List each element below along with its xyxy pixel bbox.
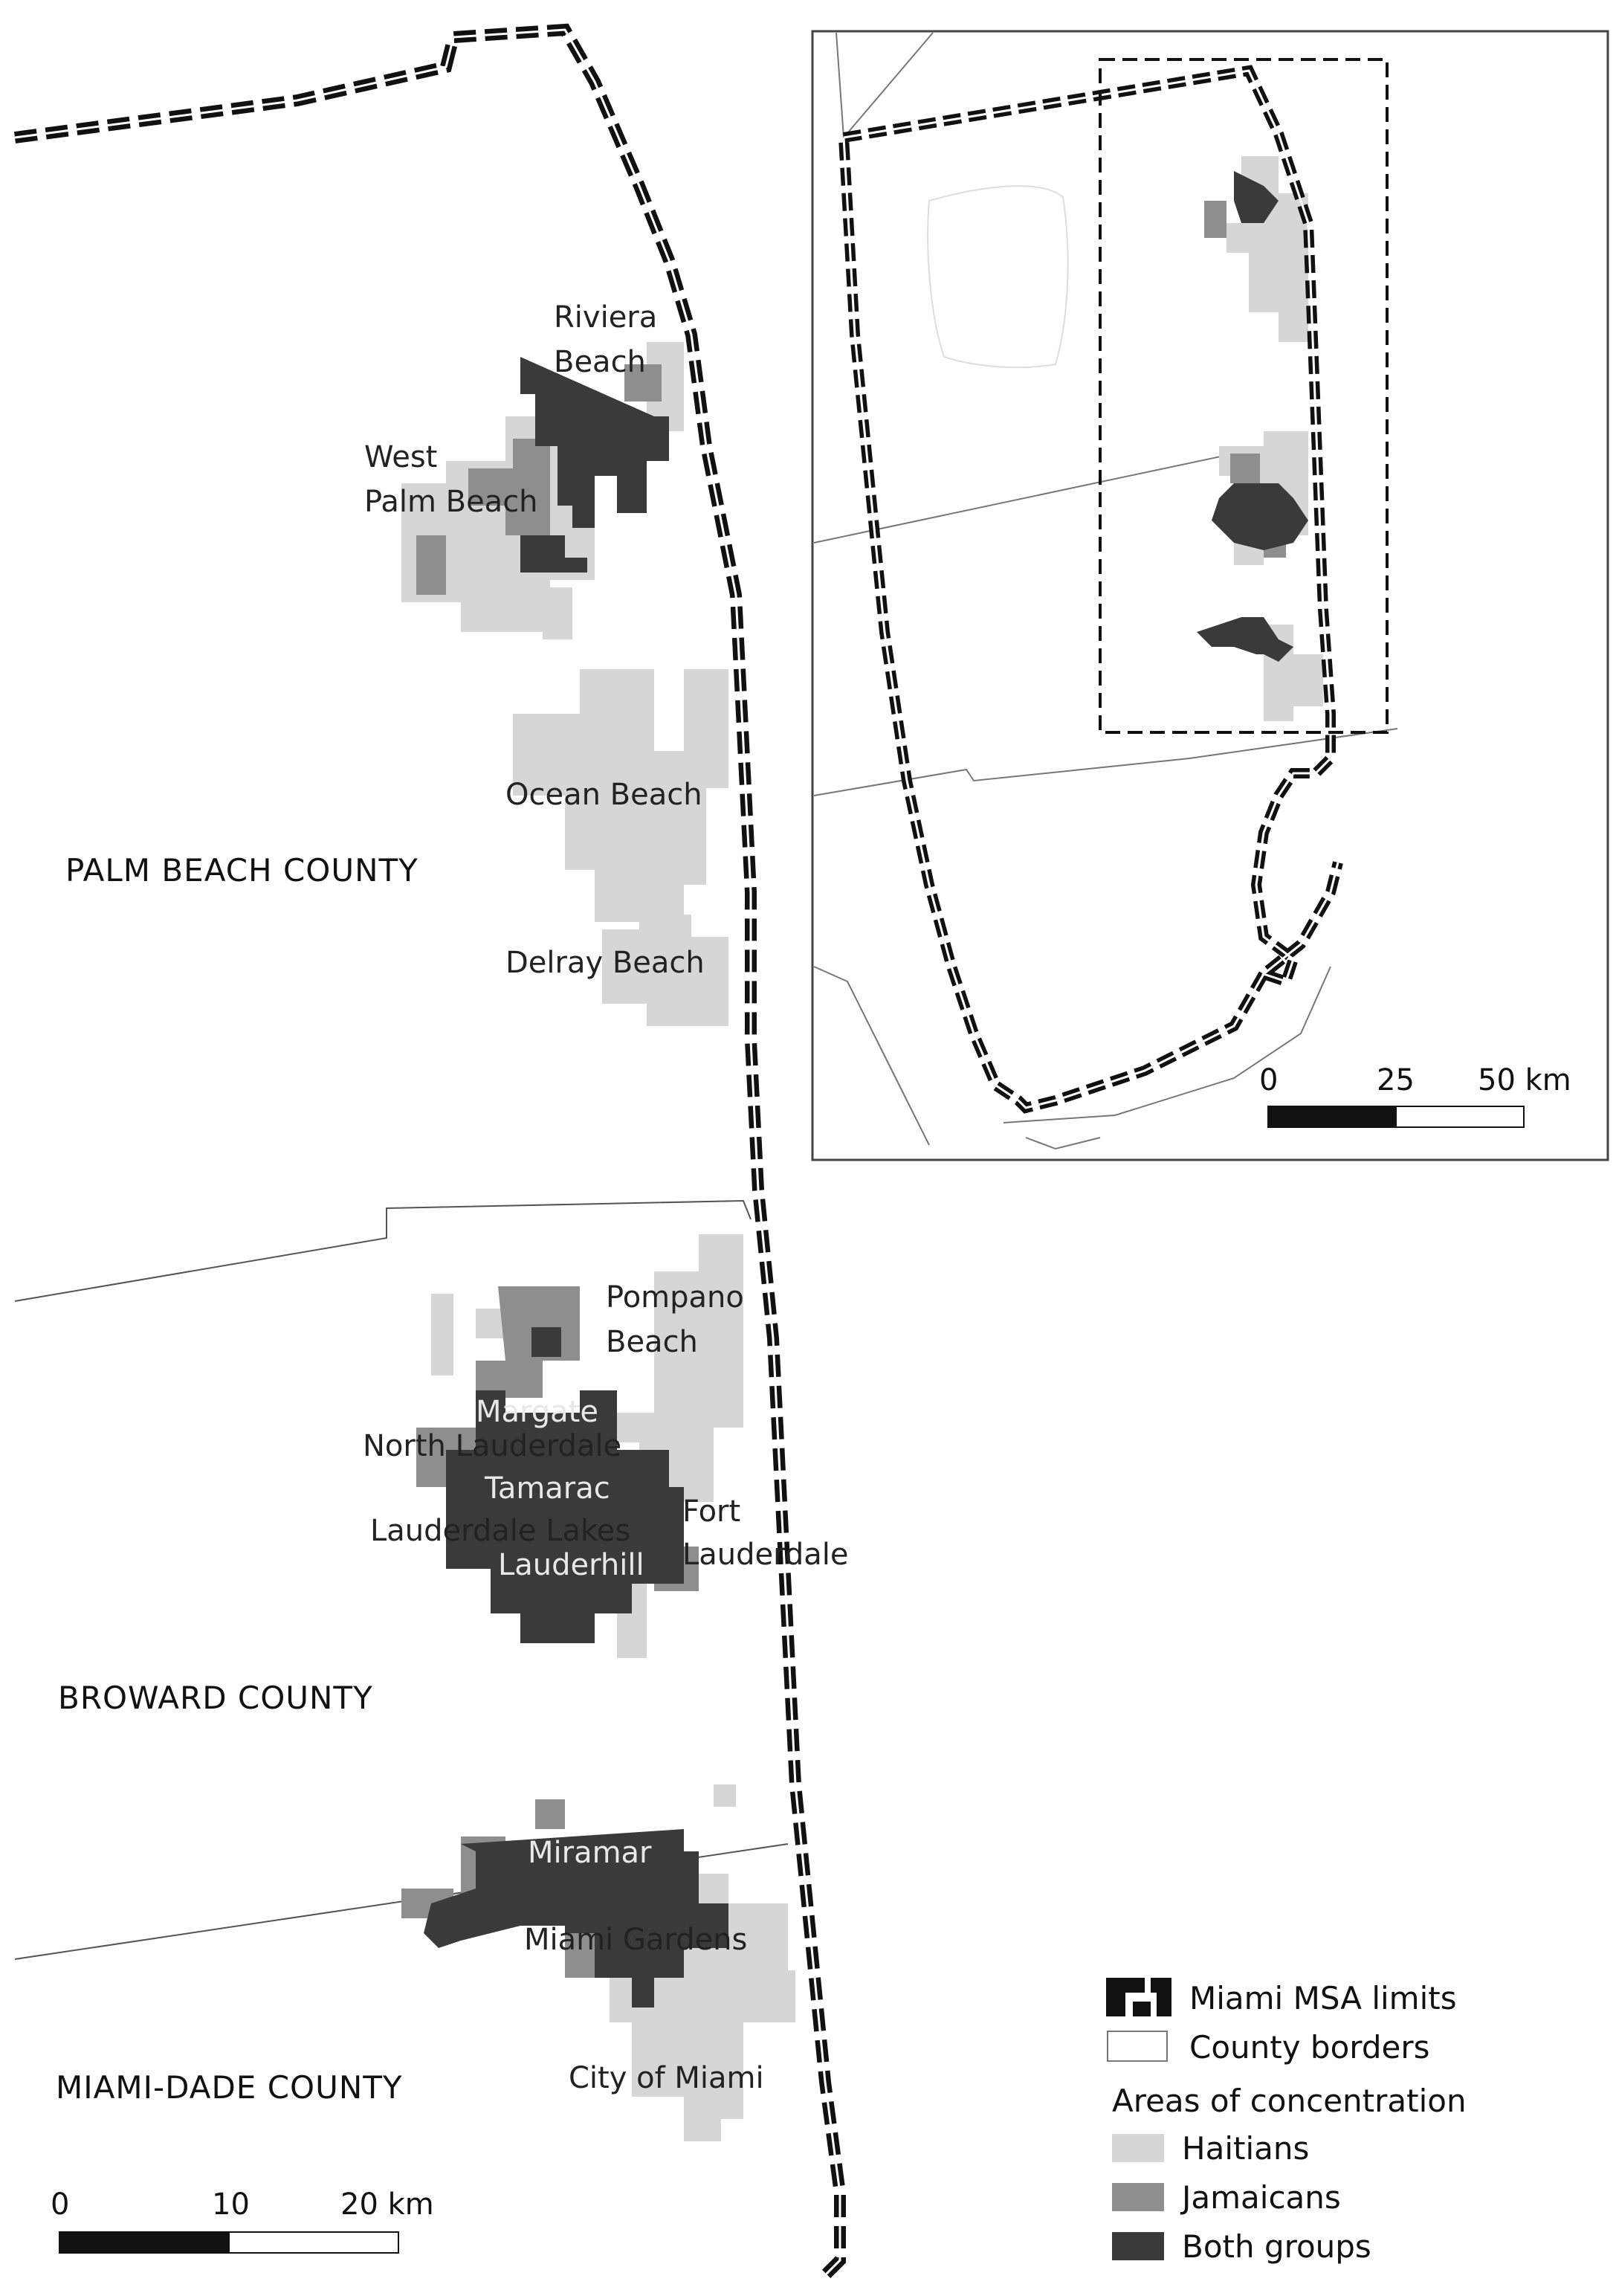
haitian-areas	[401, 342, 795, 2141]
legend-jamaicans-swatch	[1112, 2183, 1164, 2211]
msa-limits-main	[13, 23, 846, 2280]
legend-haitians-label: Haitians	[1182, 2130, 1309, 2167]
both-groups-areas	[424, 357, 728, 2008]
inset-map: 0 25 50 km	[811, 30, 1609, 1161]
legend-msa-label: Miami MSA limits	[1189, 1980, 1457, 2016]
legend-both-label: Both groups	[1182, 2228, 1371, 2265]
legend: Miami MSA limits County borders Areas of…	[1106, 1978, 1467, 2265]
legend-msa-swatch-icon	[1106, 1978, 1171, 2016]
main-scale-tick-10: 10	[212, 2187, 250, 2222]
place-label-ocean-beach: Ocean Beach	[505, 778, 702, 812]
inset-scale-tick-50: 50 km	[1478, 1063, 1571, 1097]
place-label-north-lauderdale: North Lauderdale	[363, 1429, 621, 1463]
legend-heading: Areas of concentration	[1112, 2083, 1467, 2119]
msa-limits-inset	[838, 65, 1343, 1114]
place-label-miramar: Miramar	[528, 1836, 652, 1870]
county-label-palm-beach: PALM BEACH COUNTY	[65, 852, 418, 889]
legend-jamaicans-label: Jamaicans	[1180, 2179, 1341, 2216]
county-label-miami-dade: MIAMI-DADE COUNTY	[56, 2069, 403, 2106]
legend-county-label: County borders	[1189, 2029, 1429, 2066]
place-label-pompano-beach-line2: Beach	[606, 1325, 698, 1359]
place-label-fort-lauderdale-line1: Fort	[682, 1494, 740, 1529]
main-scale-tick-20: 20 km	[340, 2187, 434, 2222]
place-label-fort-lauderdale-line2: Lauderdale	[682, 1538, 849, 1572]
place-label-west-palm-beach-line1: West	[364, 440, 437, 474]
inset-both-groups-areas	[1197, 171, 1308, 662]
place-label-margate: Margate	[476, 1395, 598, 1429]
main-scale-tick-0: 0	[51, 2187, 69, 2222]
legend-county-swatch	[1107, 2031, 1168, 2062]
legend-haitians-swatch	[1112, 2134, 1164, 2162]
place-label-pompano-beach-line1: Pompano	[606, 1280, 744, 1315]
place-label-riviera-beach-line2: Beach	[554, 345, 646, 379]
place-label-tamarac: Tamarac	[484, 1471, 610, 1506]
inset-scale-tick-25: 25	[1377, 1063, 1415, 1097]
place-label-lauderhill: Lauderhill	[498, 1548, 644, 1582]
county-label-broward: BROWARD COUNTY	[58, 1680, 373, 1716]
place-label-city-of-miami: City of Miami	[569, 2061, 764, 2095]
inset-scale-tick-0: 0	[1259, 1063, 1278, 1097]
inset-scale-bar: 0 25 50 km	[1259, 1063, 1571, 1128]
legend-both-swatch	[1112, 2232, 1164, 2260]
place-label-riviera-beach-line1: Riviera	[554, 300, 657, 335]
main-map: PALM BEACH COUNTY BROWARD COUNTY MIAMI-D…	[13, 23, 849, 2280]
place-label-delray-beach: Delray Beach	[505, 946, 705, 980]
main-scale-bar: 0 10 20 km	[51, 2187, 434, 2254]
place-label-miami-gardens: Miami Gardens	[524, 1923, 747, 1957]
place-label-west-palm-beach-line2: Palm Beach	[364, 485, 538, 519]
place-label-lauderdale-lakes: Lauderdale Lakes	[370, 1514, 630, 1548]
inset-extent-box	[1099, 58, 1389, 734]
